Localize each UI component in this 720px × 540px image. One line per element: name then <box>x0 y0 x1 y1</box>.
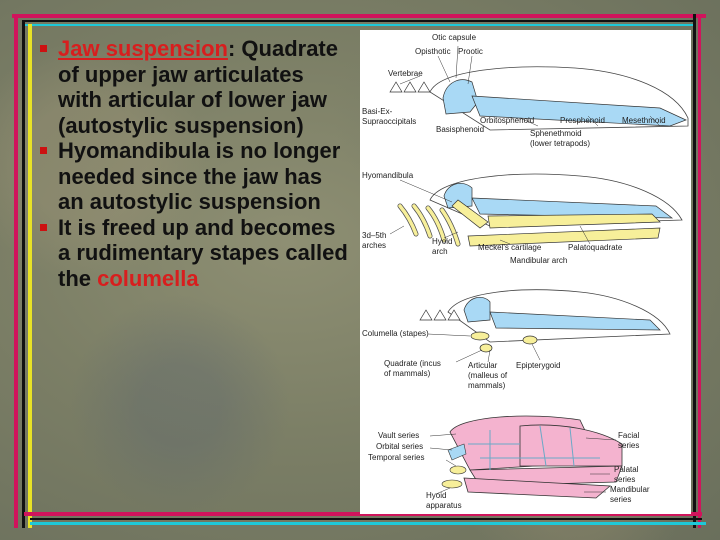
label-basisphenoid: Basisphenoid <box>436 125 484 134</box>
label-facial-series-1: Facial <box>618 431 640 440</box>
hyomandibula-shape <box>451 199 489 229</box>
label-hyoid-apparatus-1: Hyoid <box>426 491 446 500</box>
label-epipterygoid: Epipterygoid <box>516 361 560 370</box>
label-arches-1: 3d–5th <box>362 231 386 240</box>
label-mandibular-series-1: Mandibular <box>610 485 650 494</box>
label-orbitosphenoid: Orbitosphenoid <box>480 116 534 125</box>
frame-top-magenta <box>12 14 706 18</box>
quadrate-shape <box>479 343 493 353</box>
jaw-suspension-colon: : <box>227 36 236 61</box>
hyomandibula-text: Hyomandibula is no longer needed since t… <box>58 138 341 214</box>
frame-top-cyan <box>24 24 694 26</box>
label-basi-ex-1: Basi-Ex- <box>362 107 393 116</box>
label-orbital-series: Orbital series <box>376 442 423 451</box>
hyoid-apparatus-shape <box>441 479 463 489</box>
label-vertebrae: Vertebrae <box>388 69 423 78</box>
label-columella: Columella (stapes) <box>362 329 429 338</box>
label-mandibular-arch: Mandibular arch <box>510 256 567 265</box>
frame-bottom-cyan <box>30 522 706 525</box>
label-temporal-series: Temporal series <box>368 453 424 462</box>
frame-left-black <box>22 20 25 528</box>
label-mandibular-series-2: series <box>610 495 631 504</box>
label-articular-1: Articular <box>468 361 498 370</box>
bullet-columella: It is freed up and becomes a rudimentary… <box>38 215 348 292</box>
jaw-suspension-text: Quadrate of upper jaw articulates with a… <box>58 36 338 138</box>
bullet-jaw-suspension: Jaw suspension: Quadrate of upper jaw ar… <box>38 36 348 138</box>
frame-top-black <box>24 20 694 22</box>
jaw-suspension-term: Jaw suspension <box>58 36 228 61</box>
meckels-cartilage-shape <box>467 227 661 247</box>
epipterygoid-shape <box>522 335 538 345</box>
label-articular-3: mammals) <box>468 381 506 390</box>
label-basi-ex-2: Supraoccipitals <box>362 117 416 126</box>
frame-left-yellow <box>28 24 32 528</box>
label-facial-series-2: series <box>618 441 639 450</box>
columella-term: columella <box>97 265 199 291</box>
label-presphenoid: Presphenoid <box>560 116 605 125</box>
facial-series-shape <box>519 424 623 467</box>
panel-splanchnocranium: Hyomandibula 3d–5th arches Hyoid arch Me… <box>362 171 683 265</box>
label-mesethmoid: Mesethmoid <box>622 116 666 125</box>
label-hyoid-apparatus-2: apparatus <box>426 501 462 510</box>
slide-text: Jaw suspension: Quadrate of upper jaw ar… <box>38 36 348 291</box>
label-quadrate-2: of mammals) <box>384 369 431 378</box>
frame-left-magenta <box>14 14 18 528</box>
label-palatoquadrate: Palatoquadrate <box>568 243 623 252</box>
bullet-list: Jaw suspension: Quadrate of upper jaw ar… <box>38 36 348 291</box>
label-sphenethmoid-2: (lower tetrapods) <box>530 139 590 148</box>
gill-arches-shape <box>398 204 460 246</box>
vertebrae-shape <box>389 81 431 93</box>
mandibular-series-shape <box>463 477 612 499</box>
label-otic-capsule: Otic capsule <box>432 33 477 42</box>
label-palatal-series-1: Palatal <box>614 465 639 474</box>
bullet-hyomandibula: Hyomandibula is no longer needed since t… <box>38 138 348 215</box>
bullet-square-icon <box>40 147 47 154</box>
label-opisthotic: Opisthotic <box>415 47 451 56</box>
label-articular-2: (malleus of <box>468 371 508 380</box>
frame-right-magenta <box>698 18 701 528</box>
frame-bottom-black <box>30 518 702 520</box>
palatoquadrate-shape <box>487 213 661 229</box>
label-hyoid-arch-1: Hyoid <box>432 237 452 246</box>
label-vault-series: Vault series <box>378 431 419 440</box>
label-meckels-cartilage: Meckel's cartilage <box>478 243 542 252</box>
columella-text: It is freed up and becomes a rudimentary… <box>58 214 348 291</box>
frame-right-black <box>693 14 696 528</box>
panel-dermatocranium: Vault series Orbital series Temporal ser… <box>368 415 650 510</box>
bullet-square-icon <box>40 45 47 52</box>
label-quadrate-1: Quadrate (incus <box>384 359 441 368</box>
skull-diagram-svg: Otic capsule Opisthotic Prootic Vertebra… <box>362 33 689 510</box>
label-palatal-series-2: series <box>614 475 635 484</box>
basicranium-shape <box>471 95 687 127</box>
columella-shape <box>470 331 490 341</box>
otic-capsule-shape <box>442 79 479 115</box>
label-sphenethmoid-1: Sphenethmoid <box>530 129 582 138</box>
panel-columella: Columella (stapes) Quadrate (incus of ma… <box>362 289 671 390</box>
panel-neurocranium: Otic capsule Opisthotic Prootic Vertebra… <box>362 33 689 148</box>
label-hyoid-arch-2: arch <box>432 247 448 256</box>
skull-anatomy-figure: Otic capsule Opisthotic Prootic Vertebra… <box>360 30 691 514</box>
bullet-square-icon <box>40 223 47 231</box>
label-hyomandibula: Hyomandibula <box>362 171 414 180</box>
label-arches-2: arches <box>362 241 386 250</box>
label-prootic: Prootic <box>458 47 483 56</box>
frame-bottom-magenta <box>24 512 702 516</box>
